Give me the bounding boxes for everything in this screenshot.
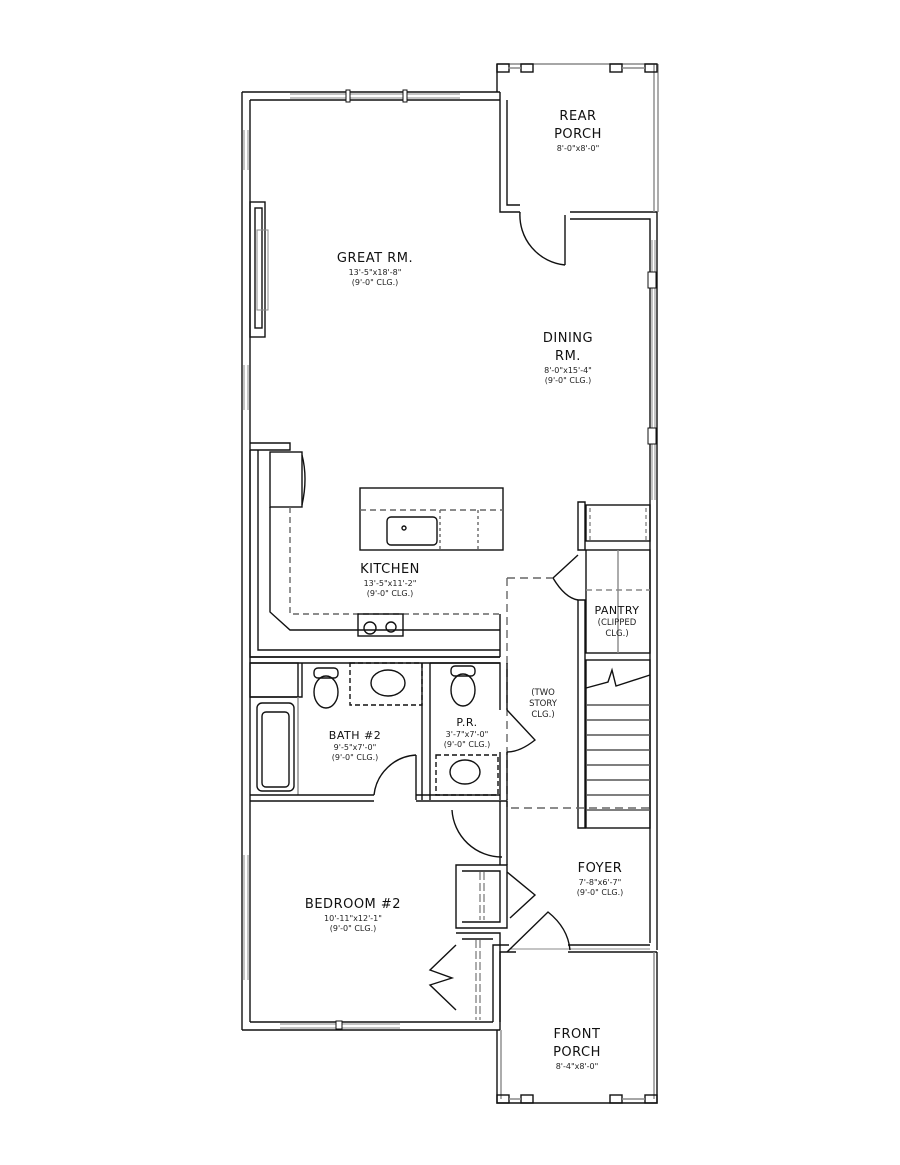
room-note: STORY [529,699,557,709]
room-dimensions: 10'-11"x12'-1" [324,914,382,923]
room-note: CLG.) [605,629,629,639]
room-dimensions: 8'-0"x8'-0" [556,144,600,153]
room-dimensions: 8'-0"x15'-4" [544,366,592,375]
interior-wall [250,656,500,664]
room-label-front-porch: FRONT PORCH 8'-4"x8'-0" [553,1026,601,1072]
room-dimensions: 3'-7"x7'-0" [445,730,489,739]
kitchen [249,442,504,658]
room-name: GREAT RM. [336,251,414,266]
room-note: CLG.) [531,710,555,720]
room-label-powder-room: P.R. 3'-7"x7'-0" (9'-0" CLG.) [444,716,491,750]
room-label-foyer: FOYER 7'-8"x6'-7" (9'-0" CLG.) [577,860,624,898]
room-ceiling: (9'-0" CLG.) [443,740,491,749]
bedroom-2 [428,801,571,1022]
room-ceiling: (9'-0" CLG.) [331,753,379,762]
room-name: FOYER [577,861,623,876]
room-name: PORCH [553,1045,601,1060]
rear-door-swing [519,211,566,266]
room-name: PORCH [554,127,602,142]
front-porch [496,952,658,1104]
room-ceiling: (9'-0" CLG.) [576,888,624,897]
room-note: (CLIPPED [597,618,637,628]
room-name: RM. [555,349,581,364]
room-label-two-story: (TWO STORY CLG.) [529,688,557,721]
room-name: REAR [559,109,597,124]
room-dimensions: 13'-5"x11'-2" [363,579,417,588]
bath-2 [249,662,431,802]
room-ceiling: (9'-0" CLG.) [329,924,377,933]
room-dimensions: 8'-4"x8'-0" [555,1062,599,1071]
room-label-dining-room: DINING RM. 8'-0"x15'-4" (9'-0" CLG.) [543,330,593,386]
room-label-bath-2: BATH #2 9'-5"x7'-0" (9'-0" CLG.) [329,728,381,763]
room-name: DINING [542,331,594,346]
fireplace [249,201,269,338]
pantry-stairs [506,501,651,829]
powder-room [430,662,537,802]
room-name: BATH #2 [328,729,382,742]
room-ceiling: (9'-0" CLG.) [366,589,414,598]
room-name: PANTRY [594,604,640,617]
room-name: FRONT [553,1027,601,1042]
bedroom-door-swing [451,809,503,858]
room-name: P.R. [456,716,478,729]
rear-porch [496,63,659,266]
room-dimensions: 7'-8"x6'-7" [578,878,622,887]
room-dimensions: 9'-5"x7'-0" [333,743,377,752]
room-label-pantry: PANTRY (CLIPPED CLG.) [594,604,639,640]
room-label-rear-porch: REAR PORCH 8'-0"x8'-0" [554,108,602,154]
room-label-kitchen: KITCHEN 13'-5"x11'-2" (9'-0" CLG.) [360,561,420,599]
room-name: KITCHEN [360,562,420,577]
room-ceiling: (9'-0" CLG.) [544,376,592,385]
room-ceiling: (9'-0" CLG.) [351,278,399,287]
room-note: (TWO [531,688,555,698]
room-label-great-room: GREAT RM. 13'-5"x18'-8" (9'-0" CLG.) [337,250,413,288]
bath-door-swing [373,754,417,796]
windows [243,89,657,1030]
room-dimensions: 13'-5"x18'-8" [348,268,402,277]
room-name: BEDROOM #2 [304,897,402,912]
room-label-bedroom-2: BEDROOM #2 10'-11"x12'-1" (9'-0" CLG.) [305,896,401,934]
